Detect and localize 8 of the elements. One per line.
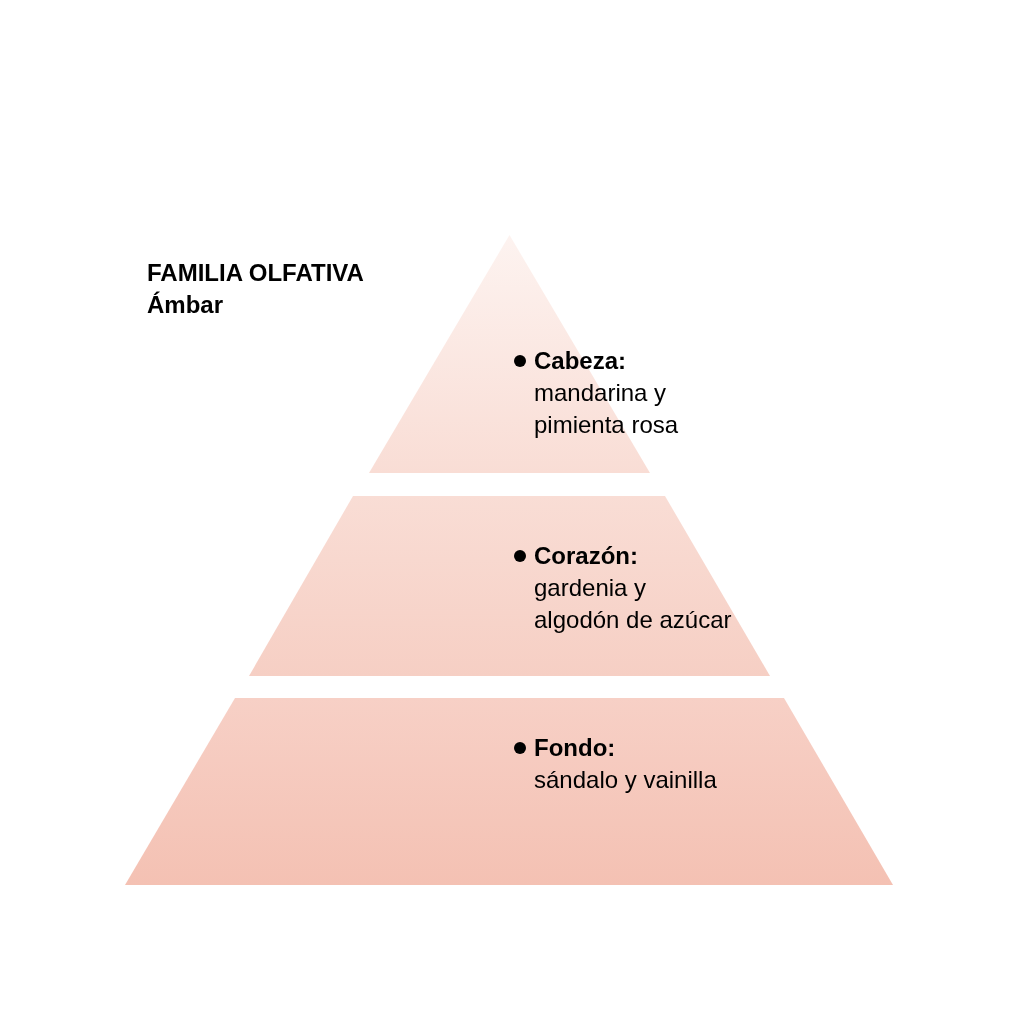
tier-heading: Corazón: bbox=[534, 541, 639, 571]
tier-notes: gardenia y algodón de azúcar bbox=[534, 573, 733, 635]
tier-heading: Cabeza: bbox=[534, 346, 628, 376]
tier-heading: Fondo: bbox=[534, 733, 617, 763]
title: FAMILIA OLFATIVA bbox=[147, 258, 364, 288]
tier-notes: mandarina y pimienta rosa bbox=[534, 378, 680, 440]
family-name: Ámbar bbox=[147, 290, 224, 320]
tier-notes: sándalo y vainilla bbox=[534, 765, 718, 795]
